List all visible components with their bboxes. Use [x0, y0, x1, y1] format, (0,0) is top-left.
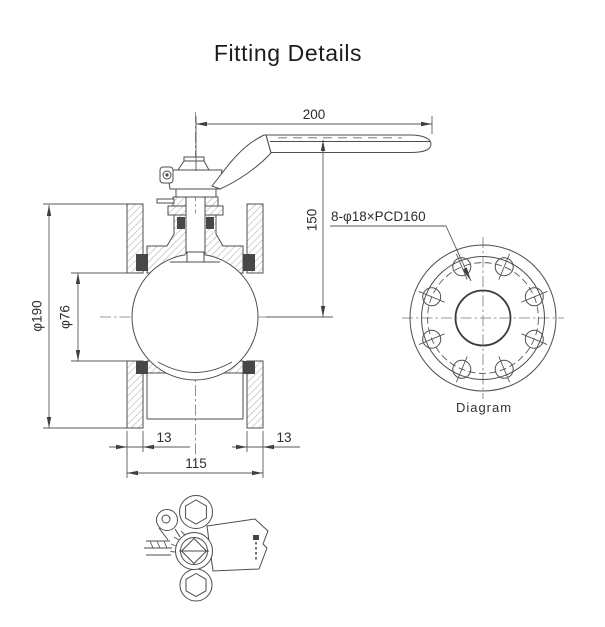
dim-flange-thickness-right: 13	[232, 430, 300, 452]
lever-grip	[265, 134, 432, 153]
bracket-pivot-hole	[162, 170, 172, 180]
page-title: Fitting Details	[213, 40, 363, 66]
actuator-top-view	[144, 495, 269, 602]
dim-13-right-label: 13	[276, 430, 291, 445]
knurl-ticks	[170, 530, 186, 553]
dim-flange-od: φ190	[30, 203, 127, 429]
mounting-wing	[206, 518, 269, 572]
stop-pin	[156, 198, 175, 204]
hex-nut-bottom	[185, 572, 207, 598]
dim-bore: φ76	[58, 272, 127, 362]
flange-outer-circle	[409, 244, 557, 392]
bore-circle	[454, 289, 512, 347]
dim-bolt-pattern: 8-φ18×PCD160	[330, 209, 472, 282]
dim-face-to-face: 115	[126, 431, 264, 478]
top-lug	[179, 495, 213, 529]
valve-body	[131, 213, 259, 420]
stem-packing-left	[177, 217, 185, 229]
stem-square	[180, 537, 208, 565]
handle	[159, 134, 432, 190]
stem-nut-boss	[177, 160, 210, 171]
dim-115-label: 115	[185, 456, 207, 471]
bolt-pattern-label: 8-φ18×PCD160	[331, 209, 426, 224]
hex-nut-top	[185, 499, 207, 525]
dim-190-label: φ190	[30, 300, 45, 331]
flange-left	[126, 203, 144, 429]
stem-packing-right	[206, 217, 214, 229]
dim-76-label: φ76	[58, 305, 73, 329]
bolt-holes	[418, 253, 548, 383]
gland-right	[204, 196, 219, 207]
lock-tab	[156, 509, 178, 531]
flange-view-caption: Diagram	[456, 400, 512, 415]
flange-face-view: Diagram	[402, 237, 564, 415]
lever-arm	[211, 134, 272, 190]
front-section-view	[100, 112, 432, 468]
dim-200-label: 200	[303, 107, 326, 122]
dim-150-label: 150	[305, 209, 320, 232]
stem-assembly	[156, 188, 224, 263]
dim-stem-height: 150	[305, 140, 326, 317]
gland-left	[172, 196, 187, 207]
dim-flange-thickness-left: 13	[109, 430, 190, 452]
clamp-slot	[144, 540, 172, 556]
bolt-circle	[427, 262, 539, 374]
dim-13-left-label: 13	[156, 430, 171, 445]
dim-handle-length: 200	[195, 107, 433, 171]
seat-seals	[136, 254, 255, 374]
flange-raised-face-circle	[421, 256, 545, 380]
